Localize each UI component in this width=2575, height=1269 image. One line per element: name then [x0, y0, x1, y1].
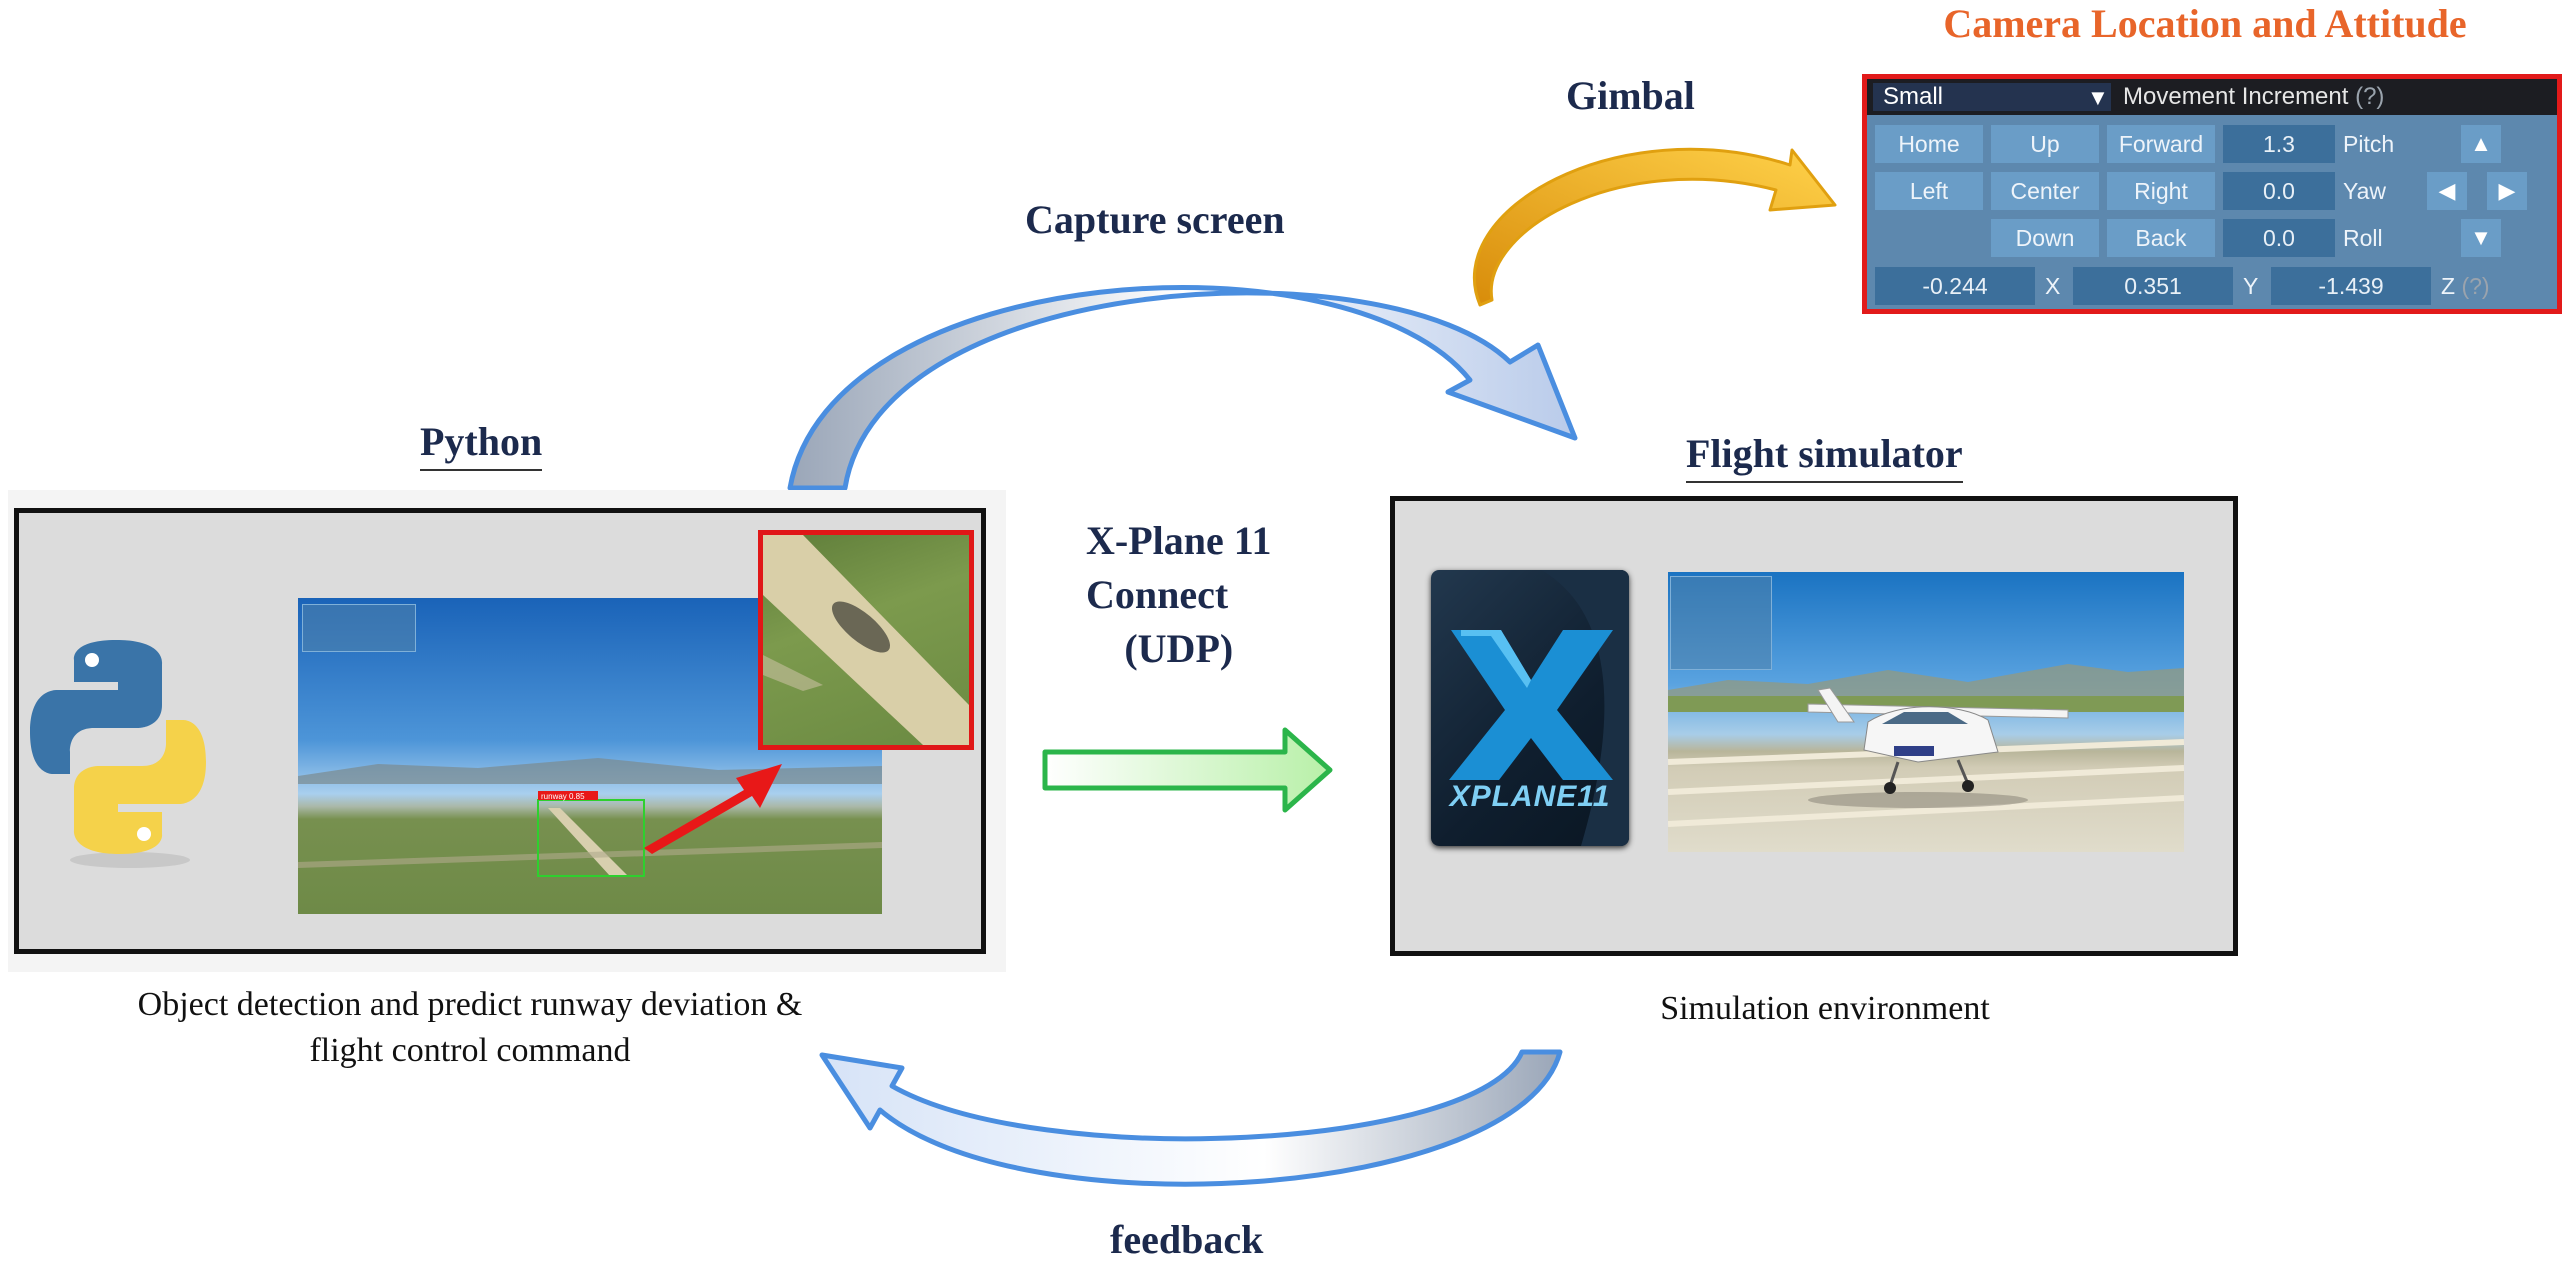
python-capture-screen: runway 0.85	[298, 598, 882, 914]
movement-increment-text: Movement Increment	[2123, 83, 2349, 110]
detection-tag-label: runway 0.85	[541, 792, 585, 801]
arrow-up-icon[interactable]: ▲	[2461, 125, 2501, 163]
python-heading: Python	[420, 418, 543, 471]
help-icon[interactable]: (?)	[2461, 273, 2490, 299]
detection-tag	[538, 791, 598, 800]
arrow-left-icon[interactable]: ◀	[2427, 172, 2467, 210]
feedback-label: feedback	[1110, 1217, 1264, 1262]
down-button[interactable]: Down	[1991, 219, 2099, 257]
pitch-value[interactable]: 1.3	[2223, 125, 2335, 163]
z-value[interactable]: -1.439	[2271, 267, 2431, 305]
roll-value[interactable]: 0.0	[2223, 219, 2335, 257]
xplane-logo-text: XPLANE11	[1449, 780, 1611, 813]
capture-screen-label: Capture screen	[1025, 197, 1285, 242]
xplane-logo-icon	[1449, 570, 1629, 846]
arrow-right-icon[interactable]: ▶	[2487, 172, 2527, 210]
yaw-label: Yaw	[2343, 178, 2387, 204]
gimbal-arrow	[1472, 147, 1837, 307]
y-label: Y	[2243, 273, 2259, 299]
up-button[interactable]: Up	[1991, 125, 2099, 163]
flight-simulator-caption: Simulation environment	[1660, 990, 1990, 1027]
camera-panel-header: Small ▼ Movement Increment (?)	[1867, 79, 2557, 115]
roll-label: Roll	[2343, 225, 2383, 251]
home-button[interactable]: Home	[1875, 125, 1983, 163]
x-value[interactable]: -0.244	[1875, 267, 2035, 305]
flight-simulator-screen	[1668, 572, 2184, 852]
xplane-line-1: X-Plane 11	[1086, 518, 1272, 563]
camera-panel-title: Camera Location and Attitude	[1943, 1, 2467, 46]
flight-simulator-heading: Flight simulator	[1686, 430, 1963, 483]
aircraft-scene	[1668, 664, 2184, 827]
runway-zoom-view	[758, 530, 974, 750]
capture-screen-arrow	[787, 285, 1578, 491]
forward-button[interactable]: Forward	[2107, 125, 2215, 163]
gimbal-label: Gimbal	[1566, 73, 1695, 118]
feedback-arrow	[819, 1049, 1563, 1187]
camera-location-panel: Small ▼ Movement Increment (?) Home Up F…	[1862, 74, 2562, 314]
left-button[interactable]: Left	[1875, 172, 1983, 210]
python-logo-icon	[30, 640, 206, 868]
python-caption-line-2: flight control command	[309, 1032, 631, 1069]
hud-overlay	[302, 604, 416, 652]
chevron-down-icon[interactable]: ▼	[2087, 85, 2109, 110]
zoom-pointer-arrow	[644, 764, 782, 854]
hud-overlay	[1670, 576, 1772, 670]
pitch-label: Pitch	[2343, 131, 2395, 157]
size-select[interactable]: Small	[1873, 83, 2111, 111]
xplane-line-2: Connect	[1086, 572, 1229, 617]
x-label: X	[2045, 273, 2061, 299]
arrow-down-icon[interactable]: ▼	[2461, 219, 2501, 257]
yaw-value[interactable]: 0.0	[2223, 172, 2335, 210]
zoomed-runway	[763, 535, 969, 745]
xplane-connect-label: X-Plane 11 Connect (UDP)	[1086, 514, 1272, 676]
movement-increment-label: Movement Increment (?)	[2123, 83, 2384, 111]
xplane-line-3: (UDP)	[1124, 626, 1234, 671]
z-label-text: Z	[2441, 273, 2456, 299]
right-button[interactable]: Right	[2107, 172, 2215, 210]
z-label: Z (?)	[2441, 267, 2490, 305]
y-value[interactable]: 0.351	[2073, 267, 2233, 305]
back-button[interactable]: Back	[2107, 219, 2215, 257]
python-caption-line-1: Object detection and predict runway devi…	[137, 986, 803, 1023]
xplane-app-card: XPLANE11	[1431, 570, 1629, 846]
runway-scene: runway 0.85	[298, 758, 882, 877]
center-button[interactable]: Center	[1991, 172, 2099, 210]
help-icon[interactable]: (?)	[2355, 83, 2385, 110]
udp-connect-arrow	[1042, 727, 1333, 813]
